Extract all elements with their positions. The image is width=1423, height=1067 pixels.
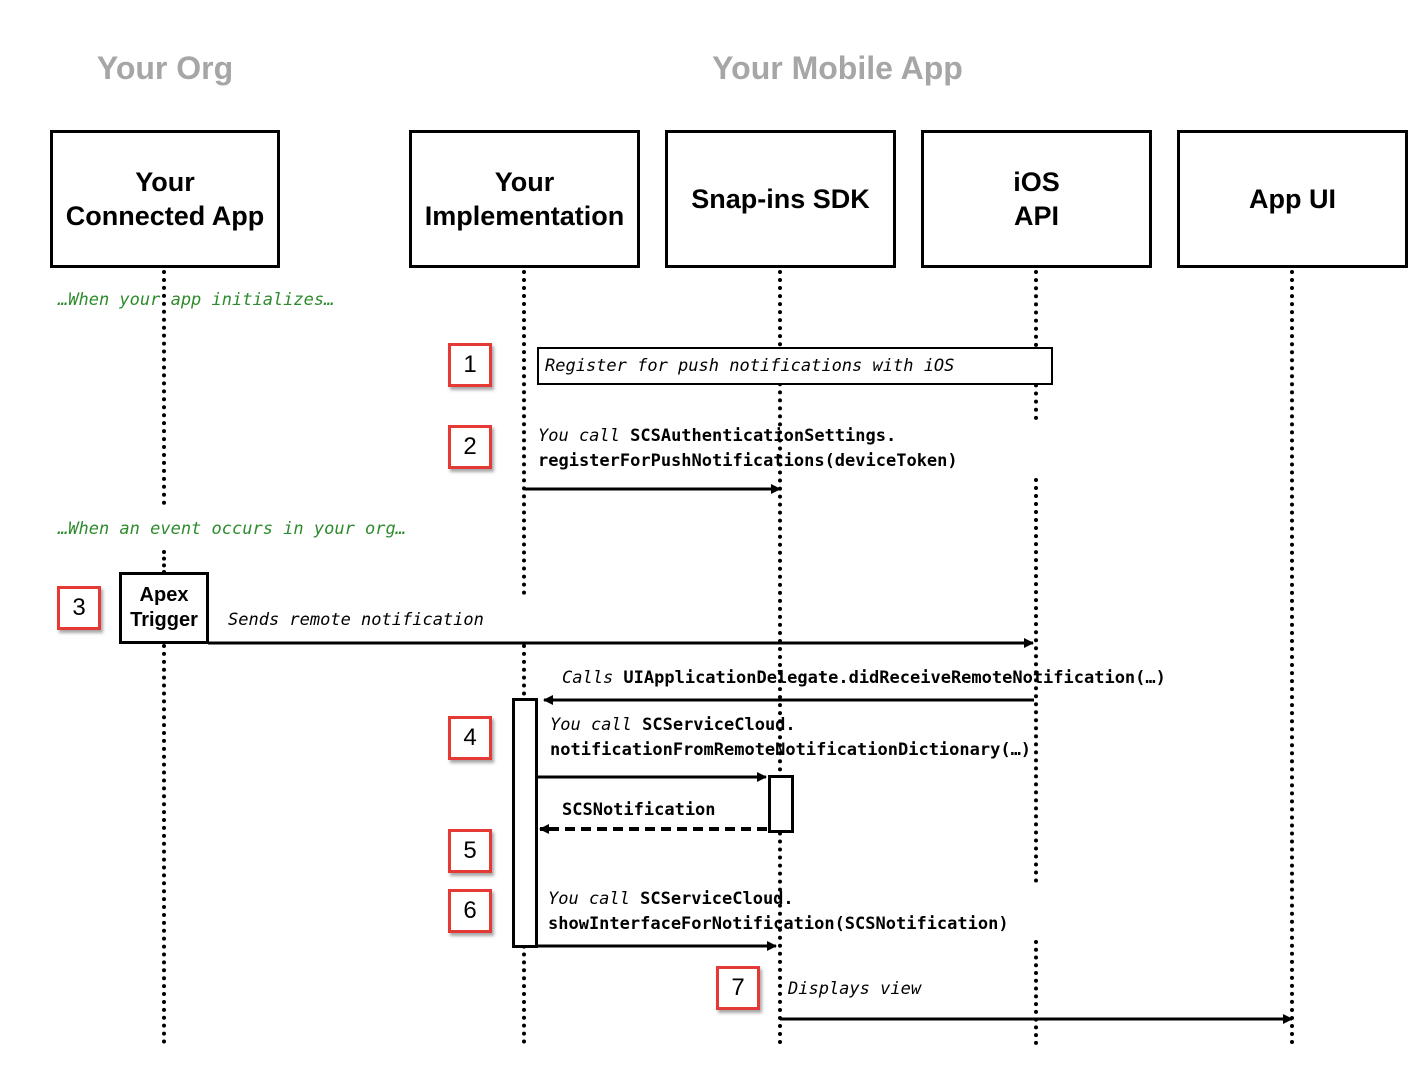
actor-label-line1: Snap-ins SDK [691,184,870,214]
step-badge-3: 3 [57,586,101,630]
group-title-your-org: Your Org [96,50,234,86]
trigger-label-line2: Trigger [130,609,198,631]
message-step2-code-line2: registerForPushNotifications(deviceToken… [538,451,958,471]
lifeline-ios-api-bottom [1034,940,1038,1045]
activation-implementation [512,698,538,948]
actor-label-line1: App UI [1249,184,1336,214]
note-register-push-text: Register for push notifications with iOS [545,356,955,376]
lifeline-app-ui [1290,270,1294,1045]
message-step6-code-line2: showInterfaceForNotification(SCSNotifica… [548,914,1009,934]
actor-label-line1: Your [135,167,195,197]
message-step2-prefix: You call [538,426,631,446]
message-step5-text: SCSNotification [562,800,716,820]
message-step3-text: Sends remote notification [228,610,484,630]
message-step4: You call SCServiceCloud. notificationFro… [550,713,1031,763]
message-step2: You call SCSAuthenticationSettings. regi… [538,424,958,474]
actor-label-line2: Connected App [65,201,265,231]
message-calls-delegate: Calls UIApplicationDelegate.didReceiveRe… [562,666,1166,691]
lifeline-connected-app-bottom [162,644,166,1044]
actor-label-line2: Implementation [424,201,625,231]
actor-label-line1: iOS [1013,167,1060,197]
activation-snapins-sdk [768,775,794,833]
message-step7-text: Displays view [788,979,922,999]
lifeline-connected-app [162,270,166,505]
message-step7: Displays view [788,977,921,1002]
phase-label-org-event: …When an event occurs in your org… [58,519,406,539]
lifeline-implementation [522,270,526,595]
step-badge-4: 4 [448,716,492,760]
message-step6-code-line1: SCServiceCloud. [640,889,794,909]
lifeline-ios-api [1034,270,1038,420]
actor-ios-api: iOS API [921,130,1152,268]
note-register-push: Register for push notifications with iOS [537,347,1053,385]
lifeline-ios-api-lower [1034,478,1038,883]
message-step4-prefix: You call [550,715,643,735]
step-badge-2: 2 [448,425,492,469]
lifeline-snapins-sdk [778,270,782,1045]
message-calls-prefix: Calls [562,668,624,688]
actor-label-line2: API [1013,201,1059,231]
actor-snapins-sdk: Snap-ins SDK [665,130,896,268]
phase-label-app-init: …When your app initializes… [58,290,335,310]
message-step4-code-line2: notificationFromRemoteNotificationDictio… [550,740,1032,760]
lifeline-connected-app-lower [162,550,166,574]
step-badge-5: 5 [448,829,492,873]
actor-label-line1: Your [494,167,555,197]
message-step5: SCSNotification [562,798,716,823]
message-step6-prefix: You call [548,889,641,909]
message-step4-code-line1: SCServiceCloud. [642,715,796,735]
step-badge-6: 6 [448,889,492,933]
message-step3: Sends remote notification [228,608,484,633]
step-badge-1: 1 [448,343,492,387]
message-step2-code-line1: SCSAuthenticationSettings. [630,426,897,446]
message-calls-code: UIApplicationDelegate.didReceiveRemoteNo… [623,668,1166,688]
message-step6: You call SCServiceCloud. showInterfaceFo… [548,887,1009,937]
actor-app-ui: App UI [1177,130,1408,268]
step-badge-7: 7 [716,966,760,1010]
trigger-label-line1: Apex [139,584,189,606]
group-title-your-mobile-app: Your Mobile App [712,50,963,86]
